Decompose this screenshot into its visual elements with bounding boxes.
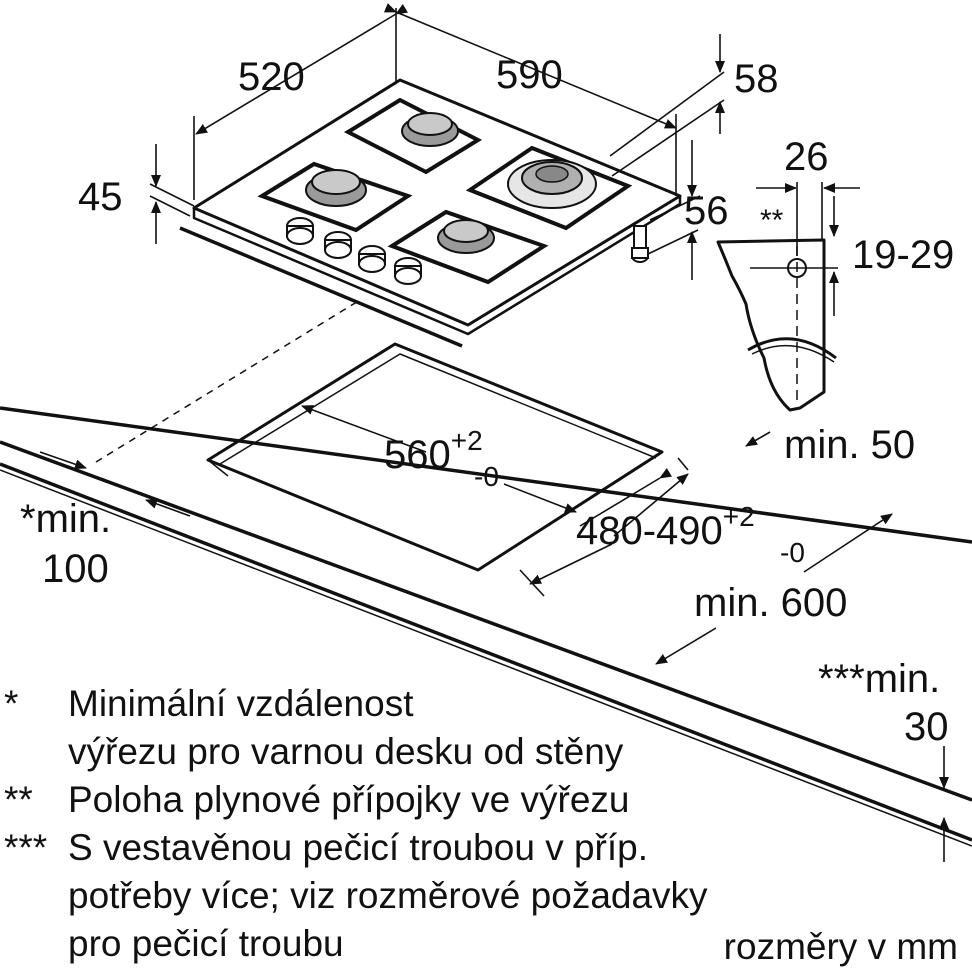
burner-front-right	[387, 209, 549, 285]
footnote-marker: ***	[4, 827, 48, 868]
footnote-marker: *	[4, 683, 19, 724]
cutout	[206, 342, 664, 572]
dimension-lines	[39, 3, 949, 862]
dim-bottom-min-line1: ***min.	[818, 657, 940, 701]
dim-rear-offset-label: 58	[734, 57, 779, 101]
worktop	[0, 406, 972, 847]
footnote-text-line: potřeby více; viz rozměrové požadavky	[68, 875, 708, 916]
footnote-text-line: Minimální vzdálenost	[68, 683, 414, 724]
pipe-detail	[716, 238, 838, 412]
cutout-width-tol-plus: +2	[451, 425, 483, 456]
hob	[179, 78, 682, 348]
dim-worktop-depth-min-label: min. 600	[694, 581, 847, 625]
burner-front-left	[257, 161, 413, 233]
dim-cutout-width-label: 560+2	[384, 425, 483, 477]
gas-connector	[631, 225, 649, 263]
dim-pipe-marker: **	[760, 204, 784, 237]
cutout-width-tol-minus: -0	[474, 461, 499, 492]
dim-rear-edge-min-label: min. 50	[784, 423, 915, 467]
cutout-width-value: 560	[384, 433, 451, 477]
dim-pipe-range-label: 19-29	[852, 233, 954, 277]
dim-side-min-line2: 100	[42, 547, 109, 591]
footnote-marker: **	[4, 779, 33, 820]
footnote-text-line: výřezu pro varnou desku od stěny	[68, 731, 624, 772]
dim-connector-height-label: 56	[684, 189, 729, 233]
footnote-text-line: Poloha plynové přípojky ve výřezu	[68, 779, 630, 820]
dim-width-label: 590	[496, 53, 563, 97]
dim-depth-label: 520	[238, 55, 305, 99]
dim-pipe-offset-label: 26	[784, 135, 829, 179]
cutout-depth-tol-plus: +2	[723, 501, 755, 532]
cutout-depth-tol-minus: -0	[780, 537, 805, 568]
dim-cutout-depth-label: 480-490+2	[576, 501, 755, 553]
footnote-text-line: pro pečicí troubu	[68, 923, 344, 964]
units-label: rozměry v mm	[723, 926, 958, 967]
burner-rear-right	[465, 145, 633, 231]
cutout-depth-value: 480-490	[576, 509, 723, 553]
dim-bottom-min-line2: 30	[904, 705, 949, 749]
dim-side-min-line1: *min.	[20, 497, 111, 541]
dim-height-label: 45	[78, 175, 123, 219]
control-knobs	[286, 217, 422, 285]
footnote-text-line: S vestavěnou pečicí troubou v příp.	[68, 827, 649, 868]
